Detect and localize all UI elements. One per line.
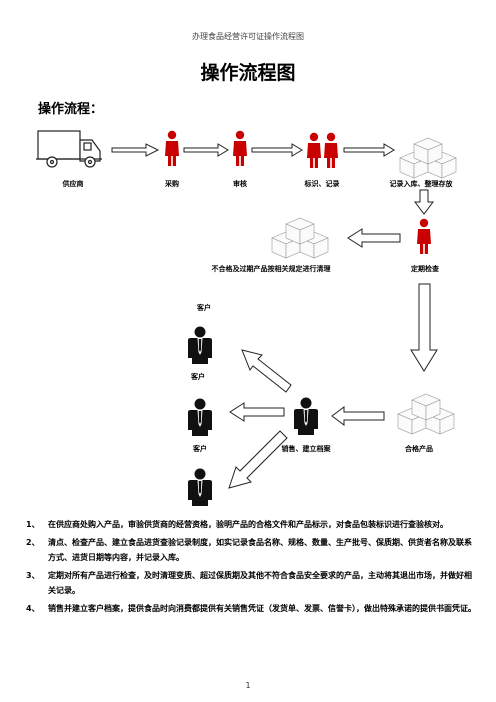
step-number: 4、 bbox=[26, 604, 40, 613]
arrow-inspection-to-disposal bbox=[347, 228, 401, 248]
arrow-inspection-to-qualified bbox=[410, 283, 438, 372]
step-number: 2、 bbox=[26, 538, 40, 547]
page-title: 操作流程图 bbox=[200, 62, 296, 84]
customer-bottom-icon bbox=[188, 468, 212, 506]
arrow-sales-to-customer-mid bbox=[241, 349, 292, 393]
label-qualified: 合格产品 bbox=[405, 445, 433, 453]
label-supplier: 供应商 bbox=[62, 180, 84, 188]
arrow-storage-to-inspection bbox=[414, 189, 434, 215]
label-marking: 标识、记录 bbox=[304, 180, 340, 188]
arrow-qualified-to-sales bbox=[331, 406, 385, 426]
customer-left-icon bbox=[188, 398, 212, 436]
auditor-person-icon bbox=[233, 130, 247, 166]
section-subtitle: 操作流程： bbox=[38, 102, 104, 117]
arrow-supplier-to-purchase bbox=[111, 143, 160, 157]
arrow-sales-to-customer-bottom bbox=[228, 430, 288, 489]
step-item: 1、 在供应商处购入产品，审验供货商的经营资格，验明产品的合格文件和产品标示，对… bbox=[26, 517, 476, 532]
qualified-boxes-icon bbox=[397, 393, 455, 435]
label-purchase: 采购 bbox=[165, 180, 179, 188]
label-customer-mid: 客户 bbox=[191, 373, 205, 381]
page-number: 1 bbox=[245, 681, 251, 690]
arrow-marking-to-storage bbox=[343, 143, 395, 157]
step-item: 3、 定期对所有产品进行检查，及时清理变质、超过保质期及其他不符合食品安全要求的… bbox=[26, 568, 476, 598]
procedure-steps: 1、 在供应商处购入产品，审验供货商的经营资格，验明产品的合格文件和产品标示，对… bbox=[26, 517, 476, 619]
label-customer-left: 客户 bbox=[193, 445, 207, 453]
arrow-sales-to-customer-left bbox=[229, 402, 285, 422]
sales-person-icon bbox=[294, 397, 318, 435]
label-sales: 销售、建立档案 bbox=[281, 445, 331, 453]
step-number: 1、 bbox=[26, 520, 40, 529]
step-text: 销售并建立客户档案，提供食品时向消费都提供有关销售凭证（发货单、发票、信誉卡），… bbox=[48, 604, 476, 613]
label-customer-top: 客户 bbox=[197, 304, 211, 312]
step-text: 定期对所有产品进行检查，及时清理变质、超过保质期及其他不符合食品安全要求的产品，… bbox=[48, 571, 472, 595]
inspector-person-icon bbox=[417, 218, 431, 254]
label-disposal: 不合格及过期产品按相关规定进行清理 bbox=[211, 265, 331, 273]
purchaser-person-icon bbox=[165, 130, 179, 166]
customer-top-icon bbox=[188, 326, 212, 364]
label-audit: 审核 bbox=[233, 180, 247, 188]
step-text: 清点、检查产品、建立食品进货查验记录制度，如实记录食品名称、规格、数量、生产批号… bbox=[48, 538, 472, 562]
truck-icon bbox=[36, 130, 102, 168]
storage-boxes-icon bbox=[399, 137, 457, 179]
disposal-boxes-icon bbox=[271, 217, 329, 259]
arrow-audit-to-marking bbox=[251, 143, 303, 157]
marking-persons-icon bbox=[307, 132, 338, 168]
step-text: 在供应商处购入产品，审验供货商的经营资格，验明产品的合格文件和产品标示，对食品包… bbox=[48, 520, 448, 529]
arrow-purchase-to-audit bbox=[183, 143, 229, 157]
step-number: 3、 bbox=[26, 571, 40, 580]
label-storage: 记录入库、整理存放 bbox=[389, 180, 453, 188]
label-inspection: 定期检查 bbox=[411, 265, 439, 273]
step-item: 4、 销售并建立客户档案，提供食品时向消费都提供有关销售凭证（发货单、发票、信誉… bbox=[26, 601, 476, 616]
step-item: 2、 清点、检查产品、建立食品进货查验记录制度，如实记录食品名称、规格、数量、生… bbox=[26, 535, 476, 565]
page-header: 办理食品经营许可证操作流程图 bbox=[192, 32, 304, 41]
